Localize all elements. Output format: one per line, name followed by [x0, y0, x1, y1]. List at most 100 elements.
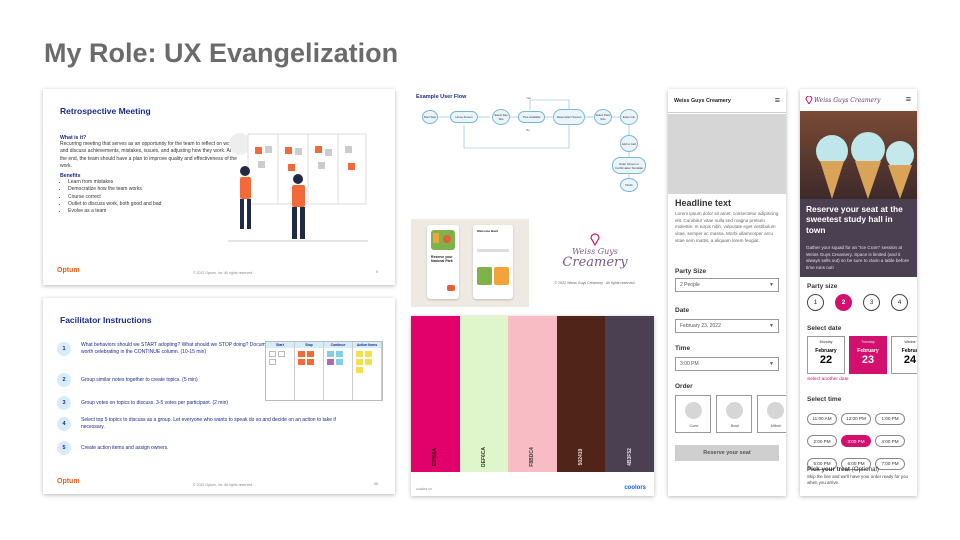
board-column-header: Stop [295, 342, 323, 348]
retrospective-illustration [228, 133, 368, 242]
hero-body: Gather your squad for an "Ice Cram" sess… [806, 245, 909, 270]
color-palette: E2006A DEF6CA F8BDC4 502419 4B3F52 coolors.c… [411, 316, 654, 496]
wireframe-date-select[interactable]: February 23, 2022▼ [675, 319, 779, 333]
color-swatch[interactable]: E2006A [411, 316, 460, 472]
sticky-note [336, 351, 343, 357]
dropdown-arrow-icon: ▼ [769, 282, 774, 288]
wireframe-mobile: Weiss Guys Creamery ≡ Headline text Lore… [668, 89, 786, 496]
sticky-note [269, 351, 276, 357]
step-text: Group similar notes together to create t… [81, 376, 198, 383]
wireframe-hero [668, 114, 786, 194]
flow-node-select-day: Select Day Slot [492, 109, 510, 125]
select-another-date-link[interactable]: Select another date [807, 377, 849, 382]
date-month: Februa [901, 348, 917, 354]
board-column: Continue [324, 342, 353, 400]
select-date-label: Select date [807, 325, 842, 332]
step-text: Group votes on topics to discuss. 3-5 vo… [81, 399, 229, 406]
ice-cream-cones-image [816, 132, 914, 199]
user-flow-diagram: Example User Flow Start Step Home Screen… [412, 90, 652, 200]
wireframe-time-select[interactable]: 3:00 PM▼ [675, 357, 779, 371]
sticky-note [365, 351, 372, 357]
order-option[interactable]: Cone [675, 395, 711, 433]
color-swatch[interactable]: 4B3F52 [605, 316, 654, 472]
ice-cream-logo-icon [590, 233, 600, 246]
color-swatch[interactable]: 502419 [556, 316, 606, 472]
step-number: 4 [57, 417, 71, 431]
step-text: What behaviors should we START adopting?… [81, 342, 329, 355]
treat-label: Pick your treat [807, 466, 850, 473]
time-option[interactable]: 6:00 PM [841, 457, 871, 470]
flow-node-finish: Finish [620, 178, 638, 192]
party-size-label: Party size [807, 283, 838, 290]
time-option[interactable]: 2:00 PM [807, 435, 837, 447]
time-option[interactable]: 1:00 PM [875, 412, 905, 425]
wireframe-date-label: Date [675, 307, 690, 314]
time-option[interactable]: 7:00 PM [875, 457, 905, 470]
wireframe-cta-button[interactable]: Reserve your seat [675, 445, 779, 461]
retro-benefits-heading: Benefits [60, 173, 81, 179]
swatch-hex-label: F8BDC4 [529, 447, 536, 467]
date-dow: Monday [819, 340, 833, 344]
dropdown-arrow-icon: ▼ [769, 361, 774, 367]
sticky-note [365, 359, 372, 365]
time-option[interactable]: 12:00 PM [841, 412, 871, 425]
party-size-option[interactable]: 1 [807, 294, 824, 311]
color-swatch[interactable]: F8BDC4 [508, 316, 557, 472]
app-mock-title: Reserve your National Park [431, 255, 453, 263]
time-option[interactable]: 5:00 PM [807, 457, 837, 470]
swatch-hex-label: DEF6CA [480, 446, 487, 468]
hifi-brand: Weiss Guys Creamery [814, 97, 881, 104]
date-month: February [857, 348, 879, 354]
flow-yes-label: Yes [526, 96, 531, 100]
treat-heading: Pick your treat (Optional) [807, 466, 879, 473]
wireframe-order-label: Order [675, 383, 693, 390]
flow-node-start: Start Step [422, 110, 438, 124]
wireframe-party-select[interactable]: 2 People▼ [675, 278, 779, 292]
retro-benefits-list: Learn from mistakesDemocratize how the t… [68, 179, 161, 215]
party-size-option[interactable]: 2 [835, 294, 852, 311]
swatch-hex-label: 4B3F52 [626, 448, 633, 466]
step-number: 3 [57, 396, 71, 410]
swatch-hex-label: E2006A [432, 447, 439, 467]
time-option[interactable]: 4:00 PM [875, 435, 905, 447]
phone-right: Welcome Back [473, 225, 513, 299]
date-day: 22 [819, 354, 833, 366]
swatch-hex-label: 502419 [578, 448, 585, 466]
wireframe-body: Lorem ipsum dolor sit amet, consectetur … [675, 211, 779, 243]
time-option[interactable]: 3:00 PM [841, 435, 871, 447]
sticky-note [327, 359, 334, 365]
hamburger-menu-icon[interactable]: ≡ [774, 95, 780, 105]
color-swatch[interactable]: DEF6CA [459, 316, 509, 472]
sticky-note [269, 359, 276, 365]
order-option[interactable]: Bowl [716, 395, 752, 433]
step-number: 1 [57, 342, 71, 356]
retro-what-heading: What is it? [60, 135, 87, 141]
logo-copyright: © 2022 Weiss Guys Creamery . All rights … [554, 281, 636, 285]
flow-node-order: Order Screen or Confirmation Template [612, 157, 646, 174]
order-option-image [767, 402, 784, 419]
party-size-option[interactable]: 4 [891, 294, 908, 311]
logo-line2: Creamery [562, 255, 628, 270]
wireframe-headline: Headline text [675, 198, 732, 208]
step-number: 2 [57, 373, 71, 387]
palette-site: coolors.co [416, 487, 432, 491]
flow-node-cart: Add to Cart [620, 135, 638, 152]
order-option[interactable]: Milksh [757, 395, 786, 433]
hamburger-menu-icon[interactable]: ≡ [905, 94, 911, 104]
retro-what-text: Recurring meeting that serves as an oppo… [60, 141, 237, 169]
facilitator-footer: © 2022 Optum, Inc. All rights reserved. [193, 483, 254, 487]
app-mock-card: Reserve your National Park Welcome Back [411, 219, 529, 307]
phone-left: Reserve your National Park [427, 225, 459, 299]
party-size-option[interactable]: 3 [863, 294, 880, 311]
facilitator-step: 3 Group votes on topics to discuss. 3-5 v… [57, 396, 341, 410]
board-column-header: Start [266, 342, 294, 348]
time-options: 11:00 AM 12:00 PM 1:00 PM 2:00 PM 3:00 PM 4:0… [807, 407, 917, 475]
step-number: 5 [57, 441, 71, 455]
time-option[interactable]: 11:00 AM [807, 412, 837, 425]
